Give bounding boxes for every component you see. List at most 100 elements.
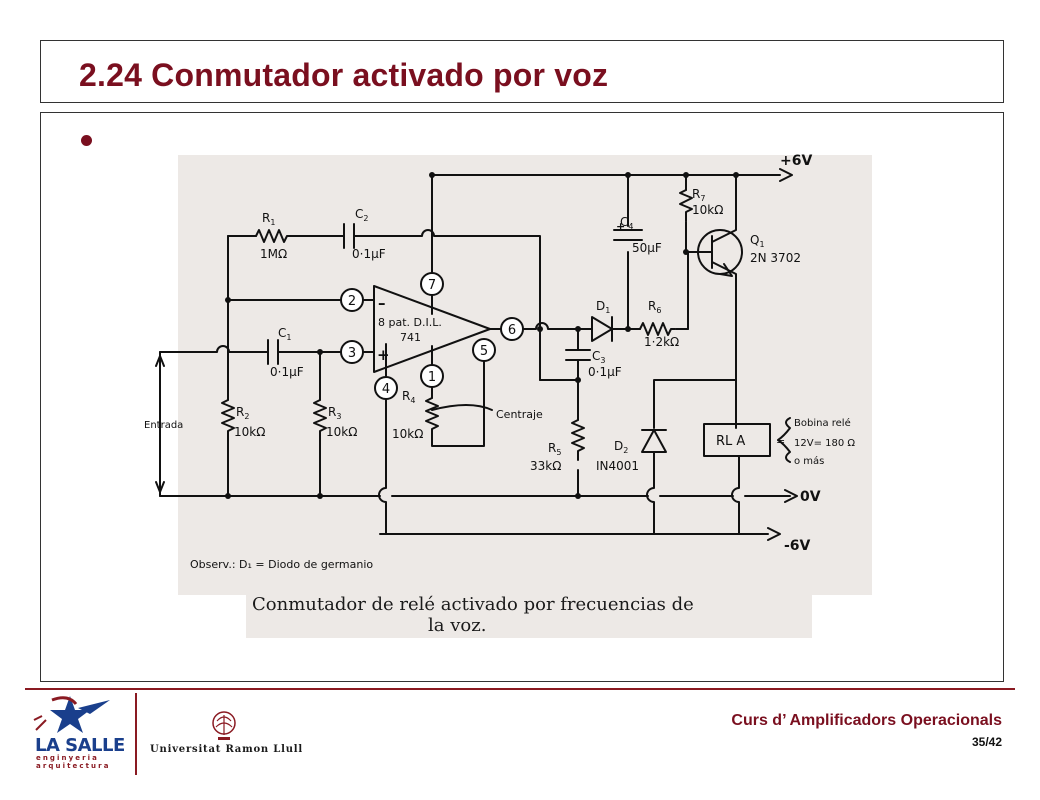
label-c4: C4	[620, 215, 633, 231]
label-q1-val: 2N 3702	[750, 251, 801, 265]
la-salle-logo: LA SALLE enginyeria arquitectura	[32, 690, 132, 780]
label-r7: R7	[692, 187, 705, 203]
r5-zigzag	[571, 419, 585, 461]
label-supply-pos: +6V	[780, 153, 812, 169]
d2-diode	[641, 429, 667, 453]
c3-plates	[565, 349, 591, 361]
pin6-circle	[500, 317, 524, 341]
label-coil-1: Bobina relé	[794, 417, 851, 429]
la-salle-subtitle: enginyeria arquitectura	[36, 754, 111, 770]
opamp-line2: 741	[400, 331, 421, 344]
c1-plates	[267, 339, 279, 365]
pin3-circle	[340, 340, 364, 364]
pin1-circle	[420, 364, 444, 388]
q1-base	[685, 235, 713, 269]
label-pin7: 7	[428, 278, 436, 293]
label-r1-val: 1MΩ	[260, 247, 287, 261]
r6-zigzag	[639, 322, 676, 336]
wire-r1-c2	[227, 229, 541, 381]
q1-emitter	[711, 261, 737, 429]
label-c3-val: 0·1µF	[588, 365, 622, 379]
label-observ: Observ.: D₁ = Diodo de germanio	[190, 558, 373, 571]
page-number: 35/42	[971, 735, 1002, 749]
label-c4-plus: +	[616, 220, 625, 233]
label-r4-val: 10kΩ	[392, 427, 423, 441]
schematic-background	[178, 155, 872, 595]
label-c1-val: 0·1µF	[270, 365, 304, 379]
label-pin3: 3	[348, 346, 356, 361]
label-rla: RL A	[716, 434, 745, 449]
footer-rule	[25, 688, 1015, 690]
label-plus: +	[377, 346, 390, 364]
label-r7-val: 10kΩ	[692, 203, 723, 217]
label-pin6: 6	[508, 323, 516, 338]
label-r3: R3	[328, 405, 341, 421]
coil-brace	[777, 417, 791, 463]
wire-d2	[646, 379, 737, 535]
label-pin2: 2	[348, 294, 356, 309]
r4-wiper	[431, 404, 493, 411]
label-c2: C2	[355, 207, 368, 223]
caption-line1: Conmutador de relé activado por frecuenc…	[252, 594, 694, 615]
r3-zigzag	[313, 399, 327, 441]
label-r1: R1	[262, 211, 275, 227]
label-r6: R6	[648, 299, 661, 315]
label-minus: –	[378, 294, 386, 312]
label-d2-val: IN4001	[596, 459, 639, 473]
label-supply-neg: -6V	[784, 538, 811, 554]
label-centraje: Centraje	[496, 408, 543, 421]
url-name: Universitat Ramon Llull	[150, 744, 303, 755]
label-r5-val: 33kΩ	[530, 459, 561, 473]
rail-arrows	[767, 168, 798, 541]
pin5-circle	[472, 338, 496, 362]
diagram-caption: Conmutador de relé activado por frecuenc…	[252, 594, 812, 636]
d1-diode	[591, 316, 613, 342]
c2-plates	[343, 223, 355, 249]
content-box	[40, 112, 1004, 682]
label-pin1: 1	[428, 370, 436, 385]
r2-zigzag	[221, 399, 235, 441]
q1-collector	[711, 174, 737, 243]
label-coil-3: o más	[794, 455, 824, 467]
label-r3-val: 10kΩ	[326, 425, 357, 439]
label-entrada: Entrada	[144, 420, 183, 431]
label-supply-zero: 0V	[800, 489, 821, 505]
slide-title: 2.24 Conmutador activado por voz	[79, 57, 609, 93]
pin4-circle	[374, 376, 398, 400]
la-salle-wordmark: LA SALLE	[35, 735, 125, 756]
caption-line2: la voz.	[428, 615, 487, 636]
label-coil-2: 12V= 180 Ω	[794, 438, 855, 449]
opamp-line1: 8 pat. D.I.L.	[378, 316, 442, 329]
title-box: 2.24 Conmutador activado por voz	[40, 40, 1004, 103]
label-pin5: 5	[480, 344, 488, 359]
label-r2-val: 10kΩ	[234, 425, 265, 439]
label-eq: =	[776, 435, 785, 448]
label-r6-val: 1·2kΩ	[644, 335, 679, 349]
q1-arrow	[719, 263, 733, 277]
star-icon	[33, 696, 110, 733]
bullet-dot	[81, 135, 92, 146]
r1-zigzag	[255, 229, 291, 243]
c4-plates	[613, 229, 643, 241]
wire-output	[489, 322, 593, 330]
label-c1: C1	[278, 326, 291, 342]
label-r5: R5	[548, 441, 561, 457]
label-c4-val: 50µF	[632, 241, 662, 255]
relay-coil	[703, 423, 771, 457]
wire-relay-bottom	[731, 455, 740, 535]
r7-zigzag	[679, 189, 693, 222]
caption-background	[246, 592, 812, 638]
label-d2: D2	[614, 439, 628, 455]
logo-divider	[135, 693, 137, 775]
wire-pin4	[378, 343, 387, 535]
r4-zigzag	[425, 397, 439, 436]
url-seal-icon	[212, 711, 236, 740]
label-r4: R4	[402, 389, 415, 405]
label-pin4: 4	[382, 382, 390, 397]
pin2-circle	[340, 288, 364, 312]
wire-pin5	[431, 357, 485, 447]
label-c2-val: 0·1µF	[352, 247, 386, 261]
pin7-circle	[420, 272, 444, 296]
label-q1: Q1	[750, 233, 765, 249]
